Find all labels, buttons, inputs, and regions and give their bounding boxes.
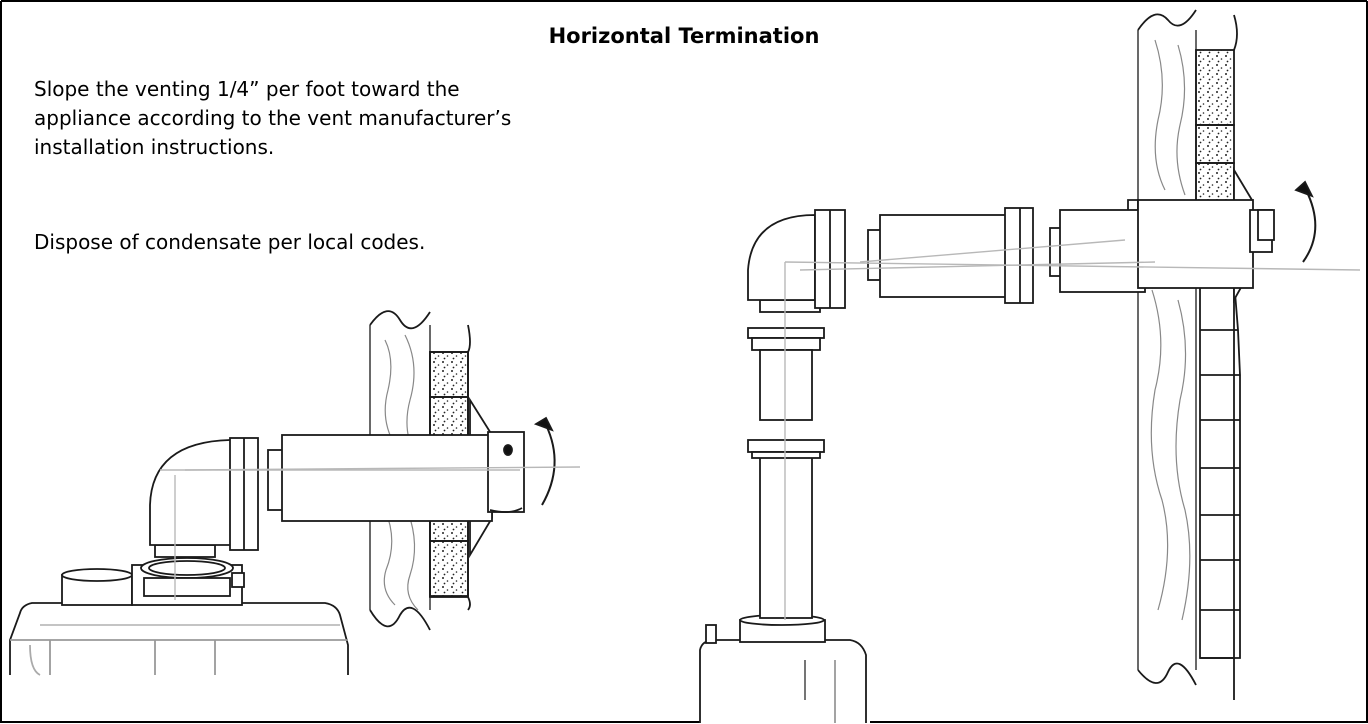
left-horizontal-pipe bbox=[267, 431, 525, 522]
right-wall-siding bbox=[1199, 279, 1241, 700]
left-guide-lines bbox=[160, 466, 581, 600]
right-wall-wood bbox=[1137, 9, 1197, 686]
left-water-heater bbox=[9, 557, 349, 676]
right-wall-bricks-upper bbox=[1195, 14, 1238, 204]
slope-instruction-line-1: Slope the venting 1/4” per foot toward t… bbox=[34, 77, 460, 101]
condensate-instruction: Dispose of condensate per local codes. bbox=[34, 230, 426, 254]
right-water-heater bbox=[699, 614, 867, 723]
slope-instruction-line-2: appliance according to the vent manufact… bbox=[34, 106, 512, 130]
right-short-pipe bbox=[747, 327, 825, 421]
right-rotation-arrow-icon bbox=[1294, 180, 1317, 263]
slope-instruction-line-3: installation instructions. bbox=[34, 135, 275, 159]
diagram-title: Horizontal Termination bbox=[548, 24, 820, 48]
right-guide-lines bbox=[784, 239, 1361, 620]
slope-instruction: Slope the venting 1/4” per foot toward t… bbox=[34, 75, 714, 162]
right-lower-pipe bbox=[747, 439, 825, 619]
left-assembly bbox=[9, 310, 581, 676]
right-termination-pipe bbox=[1049, 199, 1275, 293]
right-assembly bbox=[699, 9, 1361, 723]
right-middle-pipe bbox=[867, 207, 1034, 304]
right-elbow bbox=[747, 209, 846, 313]
left-elbow bbox=[149, 437, 259, 558]
left-rotation-arrow-icon bbox=[533, 416, 556, 506]
